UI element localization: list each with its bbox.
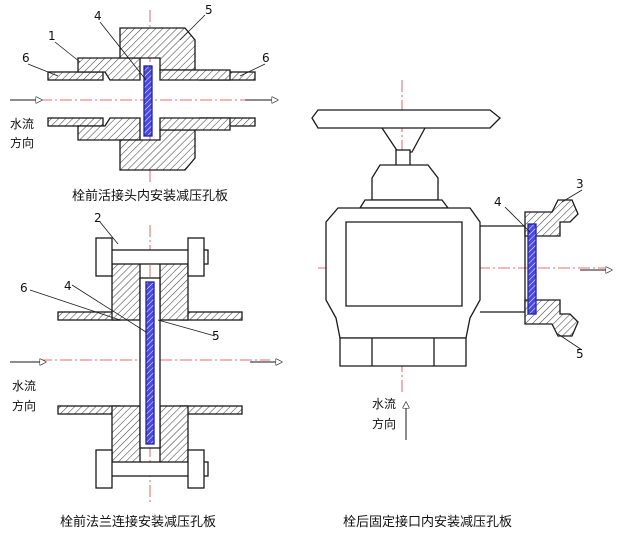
union-label-6a: 6 bbox=[22, 51, 30, 65]
flange-flow-text-2: 方向 bbox=[12, 398, 36, 413]
flange-left-pipe-bottom bbox=[57, 405, 121, 415]
union-leader-1 bbox=[54, 41, 81, 63]
valve-flow-text-1: 水流 bbox=[372, 397, 396, 411]
union-leader-6a bbox=[27, 63, 59, 77]
flange-label-4: 4 bbox=[64, 279, 72, 293]
union-leader-4 bbox=[99, 21, 147, 81]
union-orifice-plate bbox=[143, 65, 153, 137]
valve-base bbox=[339, 337, 467, 367]
valve-figure bbox=[311, 80, 612, 440]
valve-leader-3 bbox=[561, 189, 583, 203]
flange-left-upper bbox=[111, 257, 141, 321]
union-right-body-lower bbox=[159, 117, 231, 131]
union-right-body bbox=[159, 69, 231, 81]
flange-nut-top-right bbox=[187, 237, 205, 277]
flange-label-5: 5 bbox=[212, 329, 220, 343]
valve-label-4: 4 bbox=[494, 195, 502, 209]
union-label-6b: 6 bbox=[262, 51, 270, 65]
flange-right-upper bbox=[159, 257, 189, 321]
valve-body bbox=[325, 207, 481, 339]
flange-figure bbox=[10, 221, 282, 505]
valve-leader-5 bbox=[557, 333, 583, 351]
valve-outlet-pipe bbox=[480, 225, 526, 313]
union-label-4: 4 bbox=[94, 9, 102, 23]
union-flow-text-2: 方向 bbox=[10, 135, 34, 150]
flange-nut-top-left bbox=[95, 237, 113, 277]
flange-caption: 栓前法兰连接安装减压孔板 bbox=[60, 514, 216, 530]
handwheel-spokes bbox=[381, 127, 426, 153]
flange-orifice-plate bbox=[145, 281, 155, 445]
flange-label-6: 6 bbox=[20, 281, 28, 295]
flange-label-2: 2 bbox=[94, 211, 102, 225]
union-joint-figure bbox=[10, 10, 278, 185]
union-left-pipe-top bbox=[47, 71, 104, 81]
valve-bonnet-neck bbox=[358, 199, 450, 209]
flange-leader-4 bbox=[71, 284, 147, 333]
flange-nut-bottom-right bbox=[187, 449, 205, 489]
flange-leader-6 bbox=[29, 289, 121, 321]
valve-coupling-upper bbox=[524, 199, 579, 237]
union-leader-6b bbox=[239, 63, 266, 77]
union-label-5: 5 bbox=[205, 3, 213, 17]
valve-body-inner bbox=[345, 221, 463, 307]
flange-nut-bottom-left bbox=[95, 449, 113, 489]
flange-leader-5 bbox=[157, 319, 216, 337]
valve-label-3: 3 bbox=[576, 177, 584, 191]
union-label-1: 1 bbox=[48, 29, 56, 43]
flange-left-pipe-top bbox=[57, 311, 121, 321]
handwheel-icon bbox=[311, 109, 501, 129]
valve-flow-text-2: 方向 bbox=[372, 416, 396, 431]
valve-bonnet bbox=[371, 164, 439, 201]
union-leader-5 bbox=[179, 14, 206, 41]
union-caption: 栓前活接头内安装减压孔板 bbox=[72, 188, 228, 204]
union-flow-text-1: 水流 bbox=[10, 117, 34, 131]
valve-orifice-plate bbox=[527, 223, 537, 315]
flange-left-lower bbox=[111, 405, 141, 469]
valve-leader-4 bbox=[504, 206, 531, 233]
flange-flow-text-1: 水流 bbox=[12, 379, 36, 393]
valve-coupling-lower bbox=[524, 299, 579, 337]
flange-right-pipe-bottom bbox=[179, 405, 243, 415]
valve-caption: 栓后固定接口内安装减压孔板 bbox=[343, 514, 512, 530]
flange-leader-2 bbox=[99, 221, 119, 245]
union-left-pipe-bottom bbox=[47, 117, 104, 127]
flange-right-pipe-top bbox=[179, 311, 243, 321]
valve-stem bbox=[395, 149, 411, 167]
valve-label-5: 5 bbox=[576, 347, 584, 361]
flange-right-lower bbox=[159, 405, 189, 469]
